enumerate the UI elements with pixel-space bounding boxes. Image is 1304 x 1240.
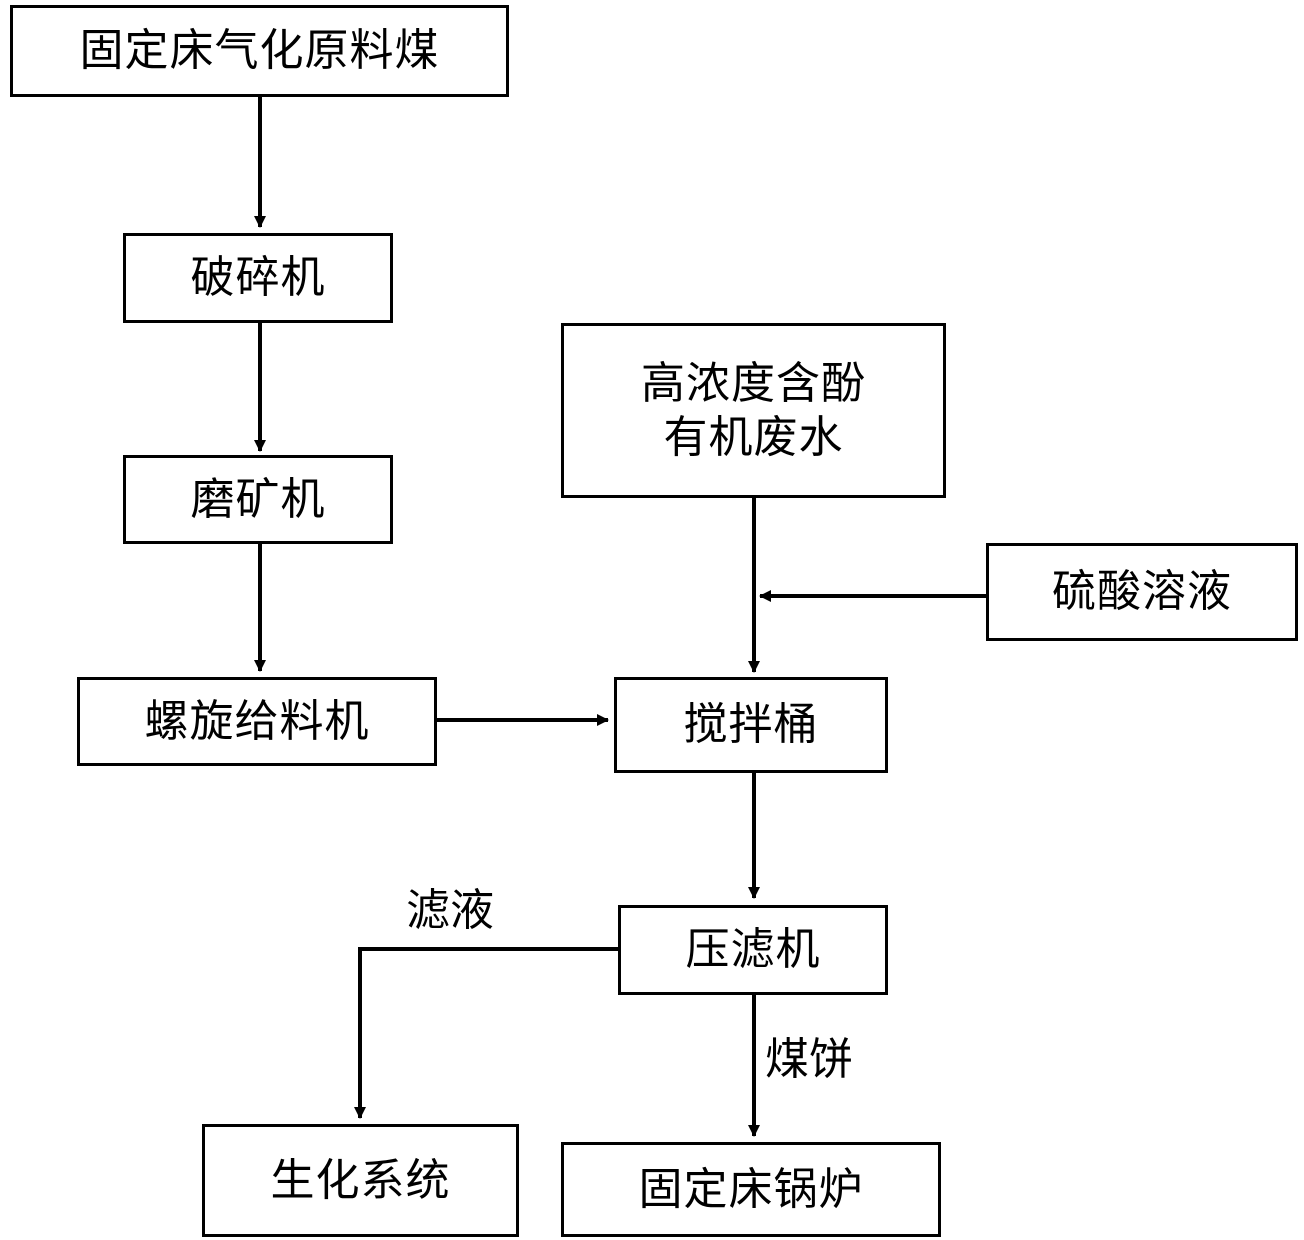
filter-press-label: 压滤机 (685, 924, 821, 975)
crusher-box: 破碎机 (123, 233, 393, 323)
sulfuric-acid-label: 硫酸溶液 (1052, 566, 1232, 617)
grinder-label: 磨矿机 (190, 473, 326, 525)
crusher-label: 破碎机 (190, 252, 326, 303)
grinder-box: 磨矿机 (123, 455, 393, 544)
wastewater-box: 高浓度含酚 有机废水 (561, 323, 946, 498)
coal-cake-label: 煤饼 (765, 1034, 853, 1085)
screw-feeder-label: 螺旋给料机 (144, 695, 370, 747)
boiler-label: 固定床锅炉 (638, 1163, 864, 1215)
biochem-system-box: 生化系统 (202, 1124, 519, 1237)
arrow-filter-press-to-biochem (354, 947, 618, 1119)
filtrate-label: 滤液 (406, 885, 494, 936)
filter-press-box: 压滤机 (618, 905, 888, 995)
raw-coal-label: 固定床气化原料煤 (79, 25, 440, 76)
biochem-system-label: 生化系统 (270, 1154, 451, 1206)
wastewater-label-line1: 高浓度含酚 (641, 357, 866, 409)
mixing-tank-box: 搅拌桶 (614, 677, 888, 773)
screw-feeder-box: 螺旋给料机 (77, 677, 437, 766)
mixing-tank-label: 搅拌桶 (683, 699, 819, 750)
sulfuric-acid-box: 硫酸溶液 (986, 543, 1298, 641)
boiler-box: 固定床锅炉 (561, 1142, 941, 1237)
wastewater-label-line2: 有机废水 (663, 411, 844, 463)
raw-coal-box: 固定床气化原料煤 (10, 5, 509, 97)
